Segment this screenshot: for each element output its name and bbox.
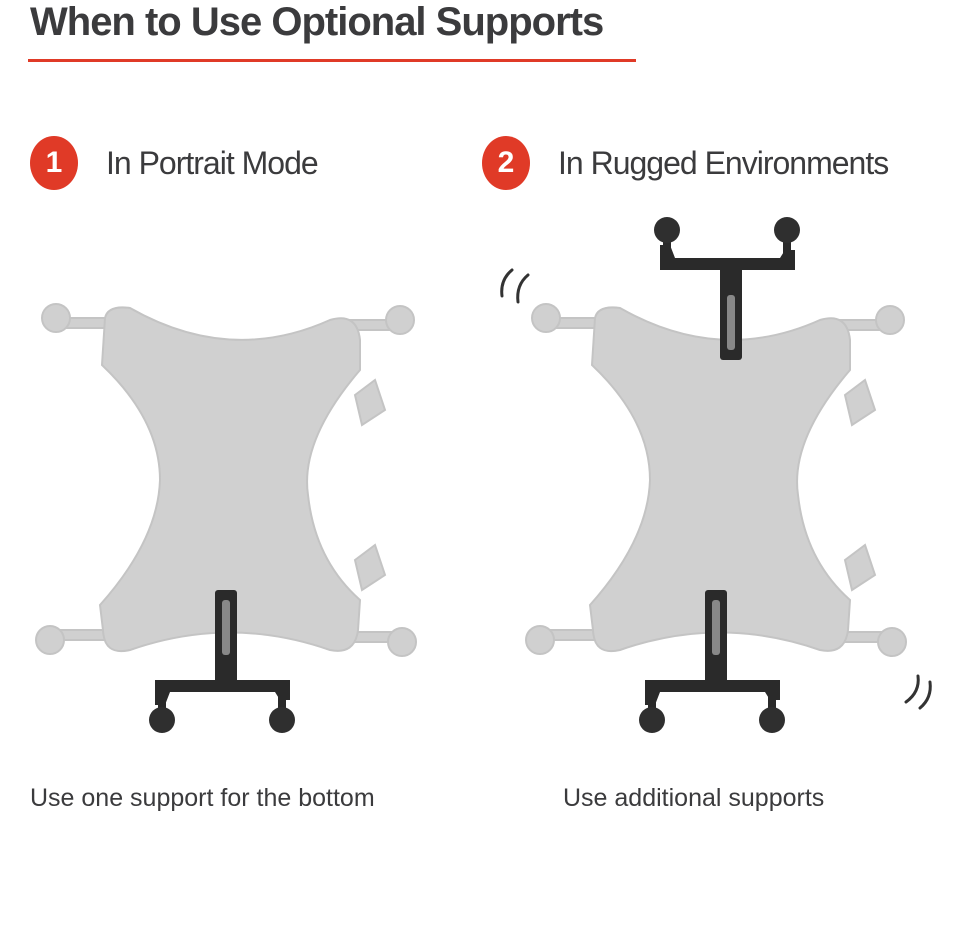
step-1-caption: Use one support for the bottom bbox=[30, 784, 375, 812]
vibration-icon bbox=[500, 268, 932, 710]
title-underline bbox=[28, 59, 636, 62]
step-number-badge: 1 bbox=[30, 136, 78, 190]
step-number-badge: 2 bbox=[482, 136, 530, 190]
step-label: In Rugged Environments bbox=[558, 144, 889, 181]
step-label: In Portrait Mode bbox=[106, 144, 319, 181]
portrait-cradle-illustration bbox=[35, 303, 417, 733]
step-1-heading: 1 In Portrait Mode bbox=[30, 136, 319, 190]
page-title: When to Use Optional Supports bbox=[30, 0, 604, 44]
step-2-heading: 2 In Rugged Environments bbox=[482, 136, 889, 190]
step-2-caption: Use additional supports bbox=[563, 784, 825, 812]
rugged-cradle-illustration bbox=[500, 217, 932, 733]
